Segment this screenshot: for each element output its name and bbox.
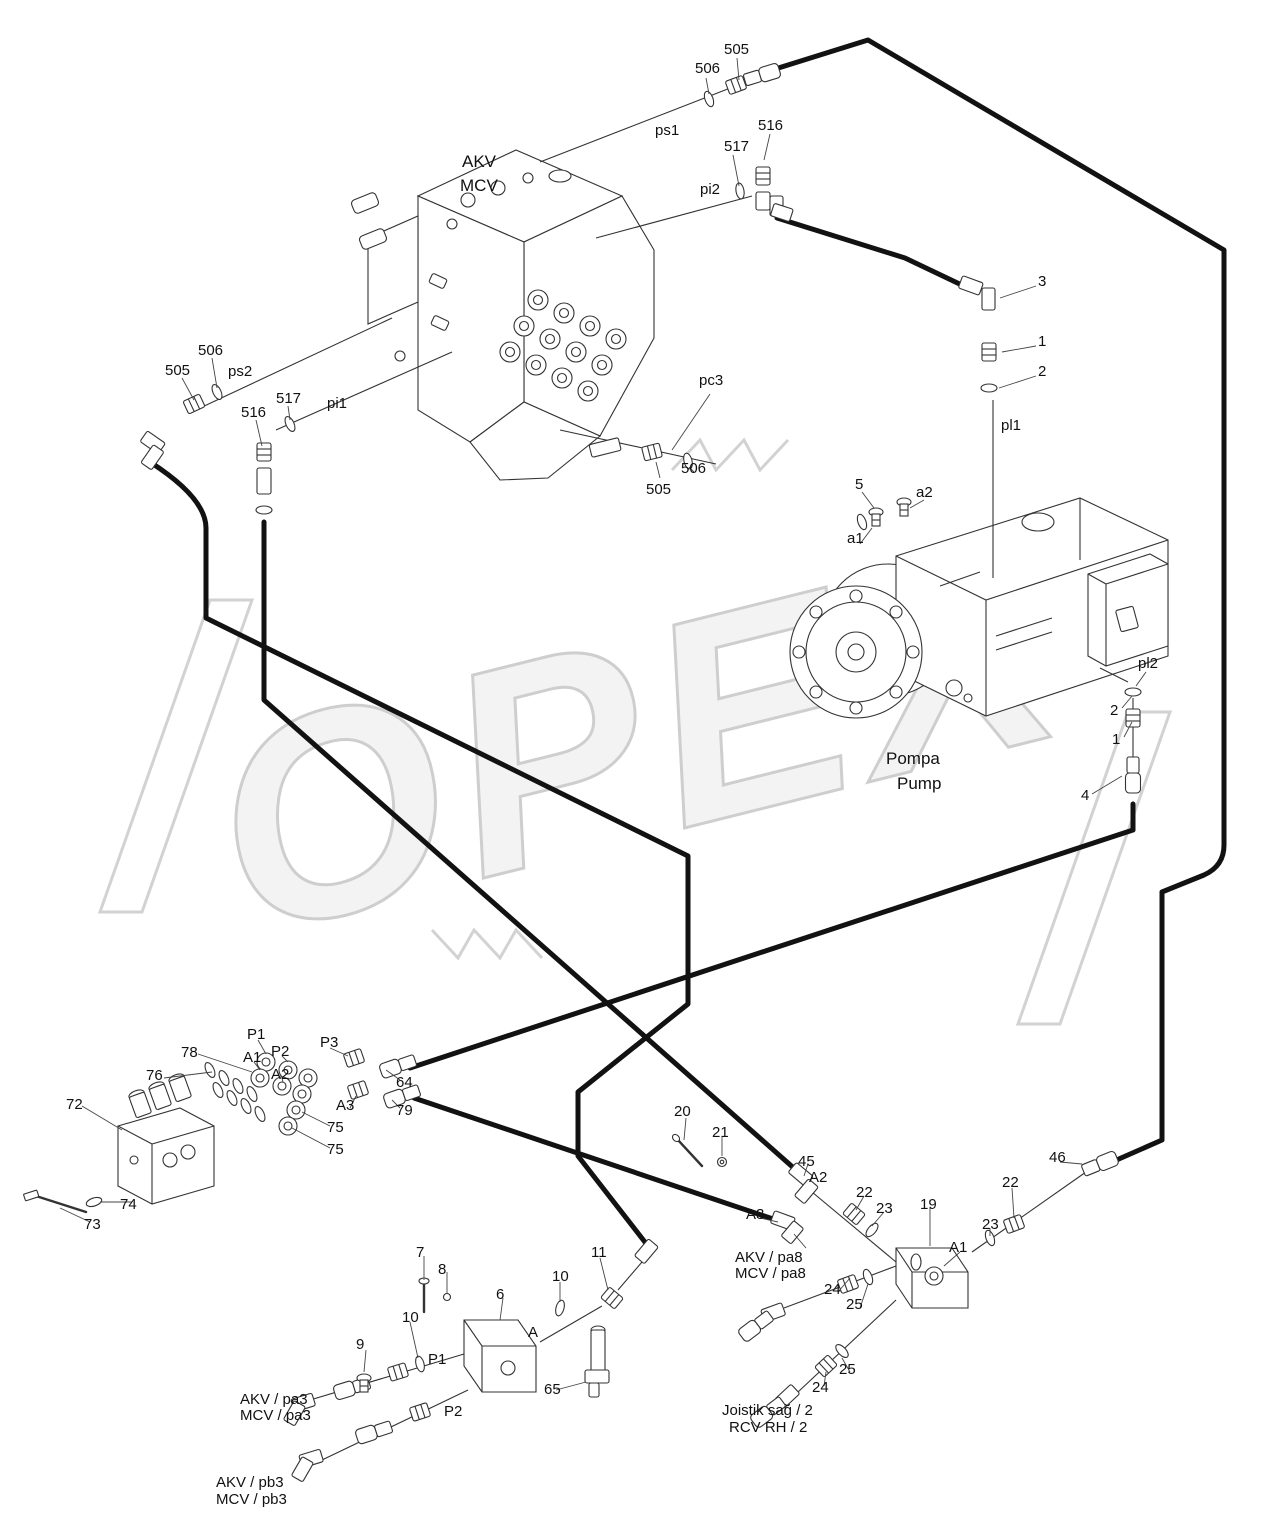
- label-a2-manifold: A2: [271, 1066, 290, 1083]
- label-22b: 22: [1002, 1174, 1019, 1191]
- label-a1-manifold: A1: [243, 1049, 262, 1066]
- label-6: 6: [496, 1286, 505, 1303]
- label-4: 4: [1081, 787, 1090, 804]
- label-p3-manifold: P3: [320, 1034, 339, 1051]
- label-mcv-pa8: MCV / pa8: [735, 1265, 806, 1282]
- label-pc3: pc3: [699, 372, 724, 389]
- label-505-left: 505: [165, 362, 191, 379]
- label-akv-pa3: AKV / pa3: [240, 1391, 308, 1408]
- label-23a: 23: [876, 1200, 893, 1217]
- label-19: 19: [920, 1196, 937, 1213]
- label-akv-pa8: AKV / pa8: [735, 1249, 803, 1266]
- label-9: 9: [356, 1336, 365, 1353]
- label-23b: 23: [982, 1216, 999, 1233]
- label-joistik: Joistik sağ / 2: [722, 1402, 813, 1419]
- label-pump: Pump: [897, 774, 942, 793]
- label-517-left: 517: [276, 390, 302, 407]
- pump-art: [789, 497, 1169, 719]
- label-pl2: pl2: [1138, 655, 1159, 672]
- label-a2-right: A2: [809, 1169, 828, 1186]
- label-516-left: 516: [241, 404, 267, 421]
- block19-art: [895, 1247, 969, 1309]
- label-1-pump: 1: [1112, 731, 1121, 748]
- label-akv: AKV: [462, 152, 497, 171]
- label-75a: 75: [327, 1119, 344, 1136]
- hoses: [147, 37, 1227, 1249]
- label-a3-right: A3: [746, 1206, 765, 1223]
- label-11: 11: [591, 1244, 607, 1261]
- label-78: 78: [181, 1044, 198, 1061]
- label-p2-block: P2: [444, 1403, 463, 1420]
- label-79: 79: [396, 1102, 413, 1119]
- leader-lines: [59, 57, 1147, 1391]
- label-25a: 25: [846, 1296, 863, 1313]
- label-517-top: 517: [724, 138, 750, 155]
- label-72: 72: [66, 1096, 83, 1113]
- label-73: 73: [84, 1216, 101, 1233]
- label-65: 65: [544, 1381, 561, 1398]
- label-rcv-rh: RCV RH / 2: [729, 1419, 808, 1436]
- label-p1-manifold: P1: [247, 1026, 266, 1043]
- label-mcv-pb3: MCV / pb3: [216, 1491, 287, 1508]
- label-505-top: 505: [724, 41, 750, 58]
- label-a2: a2: [916, 484, 933, 501]
- label-ps2: ps2: [228, 363, 253, 380]
- label-506-top: 506: [695, 60, 721, 77]
- label-10a: 10: [552, 1268, 569, 1285]
- label-76: 76: [146, 1067, 163, 1084]
- label-506-pc3: 506: [681, 460, 707, 477]
- label-1-top: 1: [1038, 333, 1047, 350]
- label-a3-manifold: A3: [336, 1097, 355, 1114]
- valve-block-art: [350, 149, 655, 481]
- label-pl1: pl1: [1001, 417, 1022, 434]
- label-ps1: ps1: [655, 122, 680, 139]
- label-mcv-pa3: MCV / pa3: [240, 1407, 311, 1424]
- label-24a: 24: [824, 1281, 841, 1298]
- label-10b: 10: [402, 1309, 419, 1326]
- label-5: 5: [855, 476, 864, 493]
- label-8: 8: [438, 1261, 447, 1278]
- label-64: 64: [396, 1074, 413, 1091]
- fittings: [140, 62, 1142, 1430]
- label-2-pump: 2: [1110, 702, 1119, 719]
- label-p1-block: P1: [428, 1351, 447, 1368]
- label-3: 3: [1038, 273, 1047, 290]
- label-22a: 22: [856, 1184, 873, 1201]
- label-p2-manifold: P2: [271, 1043, 290, 1060]
- label-24b: 24: [812, 1379, 829, 1396]
- label-46: 46: [1049, 1149, 1066, 1166]
- label-25b: 25: [839, 1361, 856, 1378]
- label-74: 74: [120, 1196, 137, 1213]
- label-port-a: A: [528, 1324, 539, 1341]
- watermark-accents: [97, 437, 1173, 1026]
- label-a1-right: A1: [949, 1239, 968, 1256]
- label-pi2: pi2: [700, 181, 721, 198]
- label-pompa: Pompa: [886, 749, 940, 768]
- label-505-pc3: 505: [646, 481, 672, 498]
- label-2-top: 2: [1038, 363, 1047, 380]
- label-akv-pb3: AKV / pb3: [216, 1474, 284, 1491]
- block6-art: [283, 1133, 728, 1482]
- label-20: 20: [674, 1103, 691, 1120]
- manifold-art: [23, 1052, 318, 1214]
- label-21: 21: [712, 1124, 729, 1141]
- label-7: 7: [416, 1244, 425, 1261]
- label-a1: a1: [847, 530, 864, 547]
- label-506-left: 506: [198, 342, 224, 359]
- label-516-top: 516: [758, 117, 784, 134]
- label-75b: 75: [327, 1141, 344, 1158]
- label-pi1: pi1: [327, 395, 348, 412]
- label-45: 45: [798, 1153, 815, 1170]
- label-mcv: MCV: [460, 176, 498, 195]
